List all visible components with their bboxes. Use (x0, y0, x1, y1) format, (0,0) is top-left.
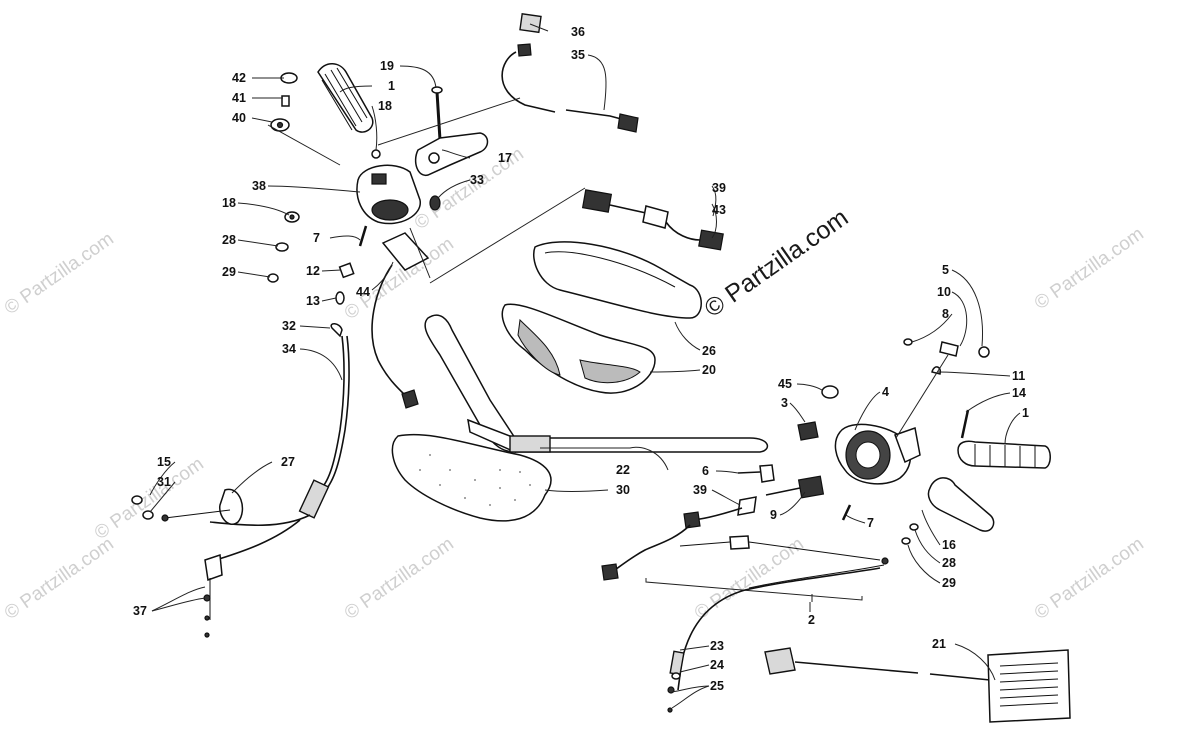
callout-31: 31 (157, 475, 171, 489)
switch-block-44 (371, 227, 431, 409)
pad-20 (501, 303, 656, 394)
washers-left (267, 211, 300, 283)
callout-3: 3 (781, 396, 788, 410)
callout-7-right: 7 (867, 516, 874, 530)
callout-5: 5 (942, 263, 949, 277)
callout-28-left: 28 (222, 233, 236, 247)
heater-element-21 (764, 647, 1071, 723)
callout-19: 19 (380, 59, 394, 73)
watermark-bottom-center-left: © Partzilla.com (341, 533, 458, 624)
part-29-right (901, 537, 911, 545)
callout-7-left: 7 (313, 231, 320, 245)
callout-9: 9 (770, 508, 777, 522)
callout-36: 36 (571, 25, 585, 39)
callout-34: 34 (282, 342, 296, 356)
pad-26 (533, 241, 702, 319)
part-33 (429, 195, 441, 211)
watermark-right-low: © Partzilla.com (1031, 533, 1148, 624)
callout-39-top: 39 (712, 181, 726, 195)
watermark-bottom-left: © Partzilla.com (1, 533, 118, 624)
parts-45-3 (797, 385, 839, 441)
callout-21: 21 (932, 637, 946, 651)
callout-26: 26 (702, 344, 716, 358)
callout-15: 15 (157, 455, 171, 469)
callout-33: 33 (470, 173, 484, 187)
callout-27: 27 (281, 455, 295, 469)
callout-24: 24 (710, 658, 724, 672)
callout-28-right: 28 (942, 556, 956, 570)
callout-17: 17 (498, 151, 512, 165)
callout-2: 2 (808, 613, 815, 627)
callout-37: 37 (133, 604, 147, 618)
callout-25: 25 (710, 679, 724, 693)
wire-harness-35 (377, 13, 639, 146)
small-fasteners-left (267, 72, 341, 166)
watermark-main: © Partzilla.com (699, 203, 853, 323)
callout-32: 32 (282, 319, 296, 333)
connector-39-43 (429, 187, 724, 284)
callout-42: 42 (232, 71, 246, 85)
callout-45: 45 (778, 377, 792, 391)
pad-30 (391, 433, 552, 522)
callout-1-right: 1 (1022, 406, 1029, 420)
screw-7-right (841, 504, 852, 521)
callout-39-bottom: 39 (693, 483, 707, 497)
right-wiring-harness (601, 464, 889, 581)
watermark-mid-left: © Partzilla.com (91, 453, 208, 544)
part-28-right (909, 523, 919, 531)
callout-41: 41 (232, 91, 246, 105)
callout-20: 20 (702, 363, 716, 377)
right-grip (957, 440, 1051, 469)
callout-labels: 36 35 42 41 40 19 1 18 17 33 38 18 7 28 … (133, 25, 1029, 693)
callout-4: 4 (882, 385, 889, 399)
callout-43: 43 (712, 203, 726, 217)
callout-23: 23 (710, 639, 724, 653)
callout-38: 38 (252, 179, 266, 193)
callout-40: 40 (232, 111, 246, 125)
callout-22: 22 (616, 463, 630, 477)
callout-30: 30 (616, 483, 630, 497)
callout-8: 8 (942, 307, 949, 321)
callout-12: 12 (306, 264, 320, 278)
watermark-left: © Partzilla.com (1, 228, 118, 319)
callout-14: 14 (1012, 386, 1026, 400)
bolt-19 (431, 86, 443, 141)
throttle-lever-16 (927, 477, 995, 532)
throttle-cable (667, 564, 885, 713)
bolt-14 (960, 409, 970, 439)
callout-29-left: 29 (222, 265, 236, 279)
screws-left (335, 225, 368, 305)
fasteners-5-8-10-11 (895, 338, 990, 439)
callout-1-left: 1 (388, 79, 395, 93)
throttle-housing-4 (834, 423, 921, 485)
callout-16: 16 (942, 538, 956, 552)
callout-18-left: 18 (222, 196, 236, 210)
leader-lines (149, 23, 1021, 709)
watermark-right: © Partzilla.com (1031, 223, 1148, 314)
callout-44: 44 (356, 285, 370, 299)
callout-35: 35 (571, 48, 585, 62)
callout-6: 6 (702, 464, 709, 478)
callout-18-top: 18 (378, 99, 392, 113)
bracket-2 (645, 578, 863, 602)
brake-lever-17 (414, 132, 489, 177)
switch-housing-38 (356, 149, 421, 225)
left-cable-assembly (131, 323, 350, 638)
callout-11: 11 (1012, 369, 1025, 383)
callout-13: 13 (306, 294, 320, 308)
callout-10: 10 (937, 285, 951, 299)
callout-29-right: 29 (942, 576, 956, 590)
left-grip (317, 63, 374, 133)
